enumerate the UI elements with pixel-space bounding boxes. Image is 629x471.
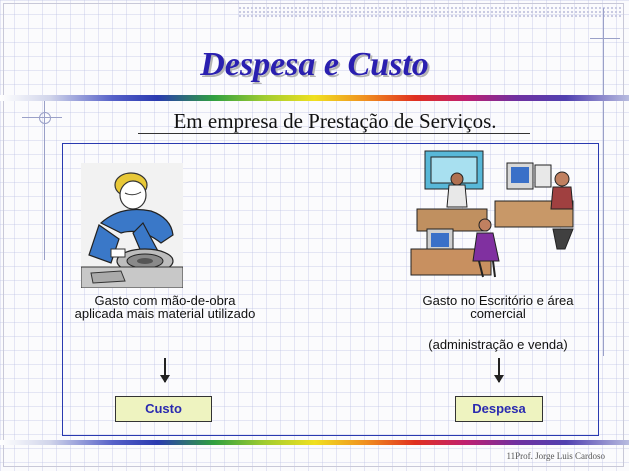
content-panel	[62, 143, 599, 436]
slide-footer: 11Prof. Jorge Luis Cardoso	[506, 451, 606, 461]
despesa-label-box: Despesa	[455, 396, 543, 422]
down-arrow-icon	[160, 358, 170, 383]
decor-circle	[39, 112, 51, 124]
decor-line	[603, 8, 604, 356]
dotted-band	[238, 6, 621, 18]
slide-title: Despesa e Custo	[200, 46, 429, 83]
left-caption: Gasto com mão-de-obra aplicada mais mate…	[74, 293, 256, 321]
custo-label-box: Custo	[115, 396, 212, 422]
subtitle-underline	[138, 133, 530, 134]
slide-frame	[3, 3, 624, 467]
worker-illustration	[81, 163, 183, 288]
office-illustration	[407, 149, 577, 282]
decor-line	[590, 38, 620, 39]
decor-line	[44, 100, 45, 260]
down-arrow-icon	[494, 358, 504, 383]
right-caption-detail: (administração e venda)	[428, 337, 568, 352]
slide-subtitle: Em empresa de Prestação de Serviços.	[173, 109, 497, 133]
rainbow-divider-bottom	[0, 440, 629, 445]
rainbow-divider-top	[0, 95, 629, 101]
right-caption: Gasto no Escritório e área comercial	[422, 293, 574, 321]
